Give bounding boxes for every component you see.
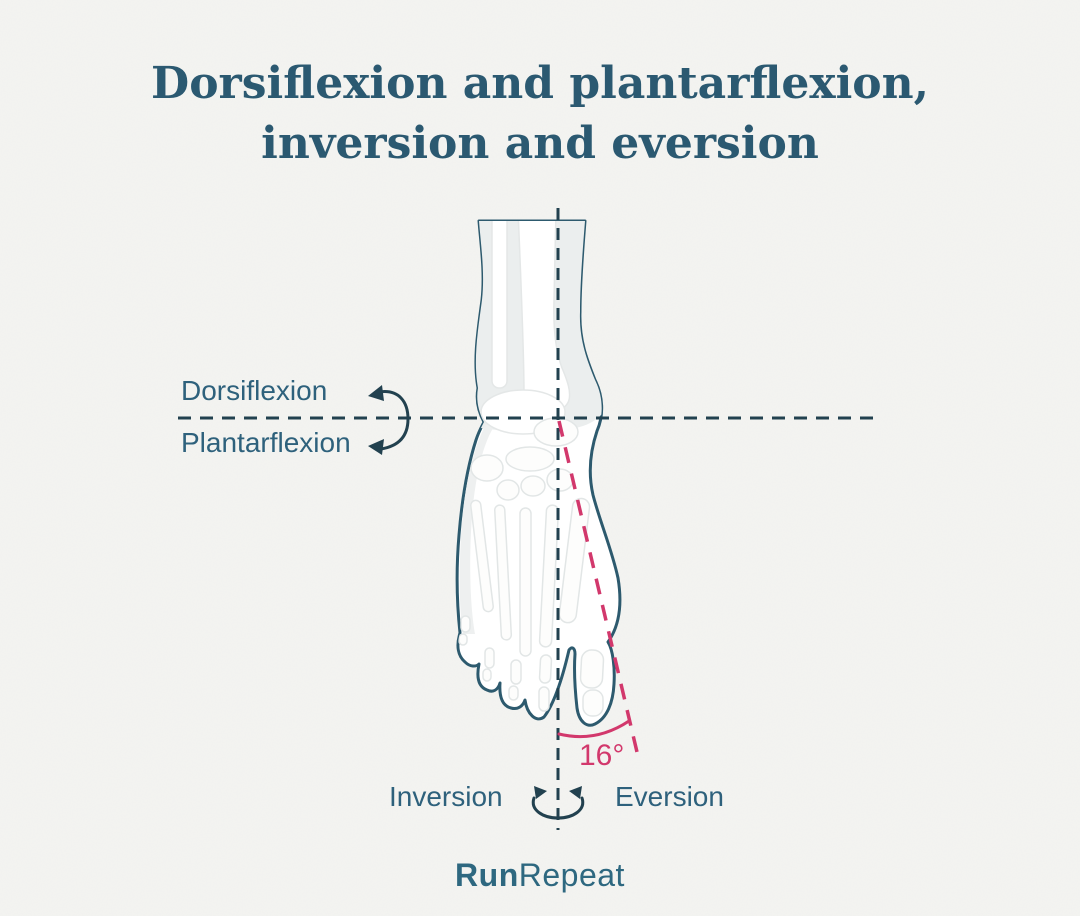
calcaneus-bone [533, 417, 579, 447]
metatarsal-bones [470, 497, 591, 657]
cuneiform-bone [546, 468, 574, 492]
phalanx-bones [458, 615, 605, 717]
label-inversion: Inversion [389, 781, 503, 812]
label-dorsiflexion: Dorsiflexion [181, 375, 328, 406]
logo-repeat: Repeat [518, 857, 625, 893]
eversion-angle-arc [557, 719, 631, 739]
title-line-1: Dorsiflexion and plantarflexion, [151, 58, 929, 109]
cuneiform-bone [520, 475, 546, 497]
fibula-bone [491, 221, 508, 389]
label-eversion: Eversion [615, 781, 724, 812]
bones-group [457, 221, 615, 717]
foot-illustration [455, 219, 622, 727]
cuneiform-bone [496, 479, 520, 501]
page-title: Dorsiflexion and plantarflexion, inversi… [0, 54, 1080, 174]
angle-value: 16° [579, 739, 625, 772]
cuboid-bone [470, 454, 504, 482]
dorsi-plantar-rotation-arrow-icon [368, 385, 410, 455]
label-plantarflexion: Plantarflexion [181, 427, 351, 458]
runrepeat-logo: RunRepeat [0, 857, 1080, 894]
logo-run: Run [455, 857, 519, 893]
inversion-eversion-rotation-arrow-icon [531, 786, 585, 820]
navicular-bone [505, 446, 555, 472]
foot-shading [459, 424, 493, 634]
title-line-2: inversion and eversion [261, 118, 819, 169]
eversion-angle-line [557, 420, 639, 753]
